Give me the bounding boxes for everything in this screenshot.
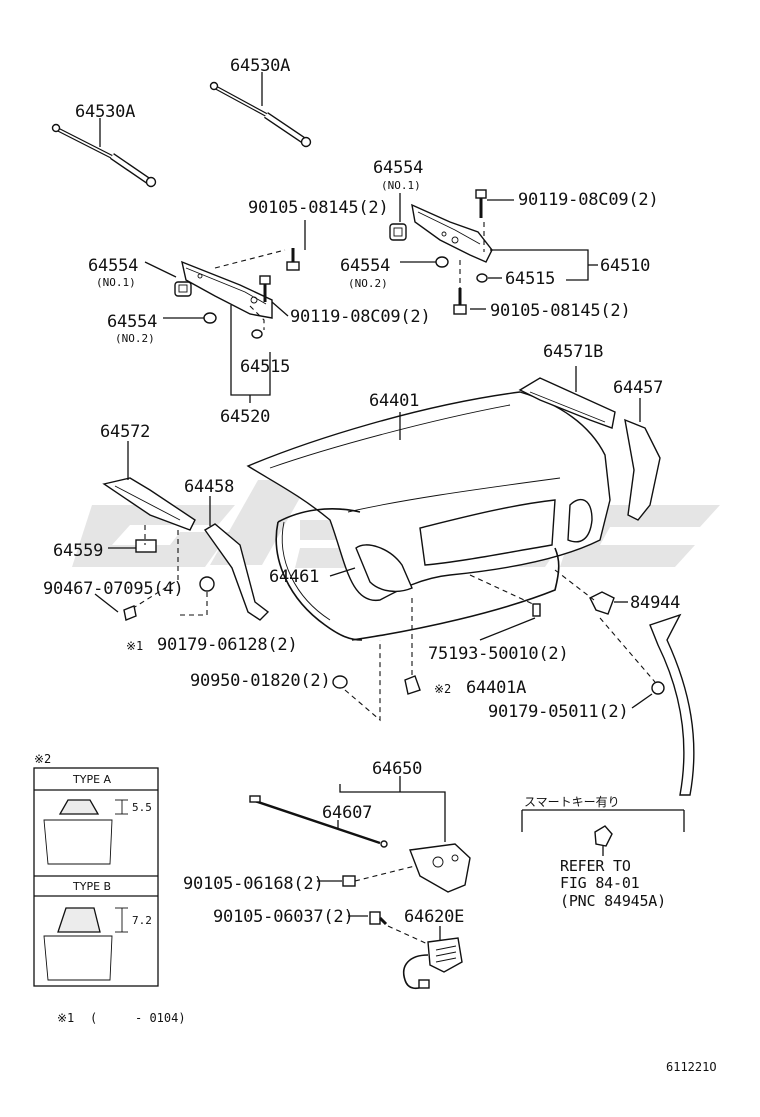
grommet-left-lower-part[interactable]: [332, 675, 348, 689]
callout-weatherstrip: 64461: [269, 567, 319, 587]
callout-clip-mark: ※1: [126, 639, 143, 653]
cushion-no2-mid-part[interactable]: [435, 256, 449, 268]
cover-right-part[interactable]: [624, 418, 661, 521]
hinge-left[interactable]: [181, 260, 273, 319]
callout-retainer: 64559: [53, 541, 103, 561]
refer-line-3[interactable]: (PNC 84945A): [560, 892, 666, 910]
callout-cushion-no1-left-sub: (NO.1): [96, 276, 136, 289]
callout-bolt-lock1: 90105-06168(2): [183, 874, 324, 894]
cable-part[interactable]: [249, 795, 388, 848]
callout-grommet-right: 90179-05011(2): [488, 702, 629, 722]
grommet-right-part[interactable]: [651, 681, 665, 695]
callout-hinge-right: 64510: [600, 256, 650, 276]
bracket-part[interactable]: [589, 591, 615, 615]
cushion-no1-left-part[interactable]: [174, 281, 192, 297]
bolt-lock1-part[interactable]: [342, 875, 356, 887]
callout-lock-assy: 64650: [372, 759, 422, 779]
smart-key-arrow-icon: [649, 613, 695, 796]
callout-cushion-no2-mid-sub: (NO.2): [348, 277, 388, 290]
callout-stopper-right: 64515: [505, 269, 555, 289]
cushion-no1-top-part[interactable]: [389, 223, 407, 241]
callout-cable: 64607: [322, 803, 372, 823]
callout-lock: 64620E: [404, 907, 464, 927]
callout-strut-left: 64530A: [75, 102, 135, 122]
type-b-label: TYPE B: [72, 880, 111, 893]
type-a-label: TYPE A: [72, 773, 112, 786]
cushion-part[interactable]: [404, 675, 421, 695]
type-table-mark: ※2: [34, 752, 51, 766]
lid-trim-right-part[interactable]: [518, 377, 616, 429]
type-b-dim: 7.2: [132, 914, 152, 927]
callout-cover-left: 64572: [100, 422, 150, 442]
trunk-lid-panel[interactable]: [246, 391, 611, 601]
callout-cushion-no1-top: 64554: [373, 158, 423, 178]
bolt-left-hinge-part[interactable]: [259, 275, 271, 302]
gas-strut-left[interactable]: [51, 123, 157, 188]
hinge-right[interactable]: [411, 203, 493, 263]
callout-cover-lower-left: 64458: [184, 477, 234, 497]
gas-strut-right[interactable]: [209, 81, 312, 148]
callout-lid-trim-right: 64571B: [543, 342, 603, 362]
callout-cushion-mark: ※2: [434, 682, 451, 696]
stopper-right-part[interactable]: [476, 273, 488, 283]
drawing-id: 611221O: [666, 1060, 717, 1074]
callout-lid-panel: 64401: [369, 391, 419, 411]
callout-bolt-lock2: 90105-06037(2): [213, 907, 354, 927]
grommet-left-part[interactable]: [199, 576, 215, 592]
callout-stud: 75193-50010(2): [428, 644, 569, 664]
refer-line-2[interactable]: FIG 84-01: [560, 874, 640, 892]
callout-cushion-no2-left: 64554: [107, 312, 157, 332]
callout-cushion-no2-mid: 64554: [340, 256, 390, 276]
lock-assy-part[interactable]: [409, 843, 471, 893]
footnote-mark: ※1: [57, 1011, 74, 1025]
bolt-top-left-part[interactable]: [286, 248, 300, 271]
bolt-right-lower-part[interactable]: [453, 288, 467, 315]
callout-cover-right: 64457: [613, 378, 663, 398]
footnote-range: - 0104): [135, 1011, 186, 1025]
callout-cushion-no1-left: 64554: [88, 256, 138, 276]
cover-lower-left-part[interactable]: [203, 523, 270, 621]
callout-hinge-left: 64520: [220, 407, 270, 427]
callout-clip: 90467-07095(4): [43, 579, 184, 599]
weatherstrip-part[interactable]: [275, 508, 560, 641]
callout-bolt-right-lower: 90105-08145(2): [490, 301, 631, 321]
stopper-left-part[interactable]: [251, 329, 263, 339]
callout-strut-right: 64530A: [230, 56, 290, 76]
retainer-part[interactable]: [135, 539, 157, 553]
type-a-dim: 5.5: [132, 801, 152, 814]
cushion-no2-left-part[interactable]: [203, 312, 217, 324]
stud-part[interactable]: [532, 603, 541, 617]
smart-key-label: スマートキー有り: [524, 795, 620, 809]
clip-part[interactable]: [123, 605, 137, 621]
footnote-open: (: [90, 1011, 97, 1025]
bolt-top-right-part[interactable]: [475, 189, 487, 218]
bolt-lock2-part[interactable]: [369, 911, 388, 926]
callout-bracket: 84944: [630, 593, 680, 613]
callout-cushion: 64401A: [466, 678, 526, 698]
type-table: [33, 767, 159, 987]
refer-line-1[interactable]: REFER TO: [560, 857, 631, 875]
callout-bolt-top-left: 90105-08145(2): [248, 198, 389, 218]
callout-grommet-left-lower: 90950-01820(2): [190, 671, 331, 691]
callout-bolt-top-right: 90119-08C09(2): [518, 190, 659, 210]
lock-part[interactable]: [403, 937, 463, 990]
callout-stopper-left: 64515: [240, 357, 290, 377]
callout-bolt-left-hinge: 90119-08C09(2): [290, 307, 431, 327]
cover-left-part[interactable]: [102, 477, 196, 531]
smart-key-box: [521, 809, 685, 856]
callout-cushion-no2-left-sub: (NO.2): [115, 332, 155, 345]
callout-cushion-no1-top-sub: (NO.1): [381, 179, 421, 192]
callout-grommet-left: 90179-06128(2): [157, 635, 298, 655]
